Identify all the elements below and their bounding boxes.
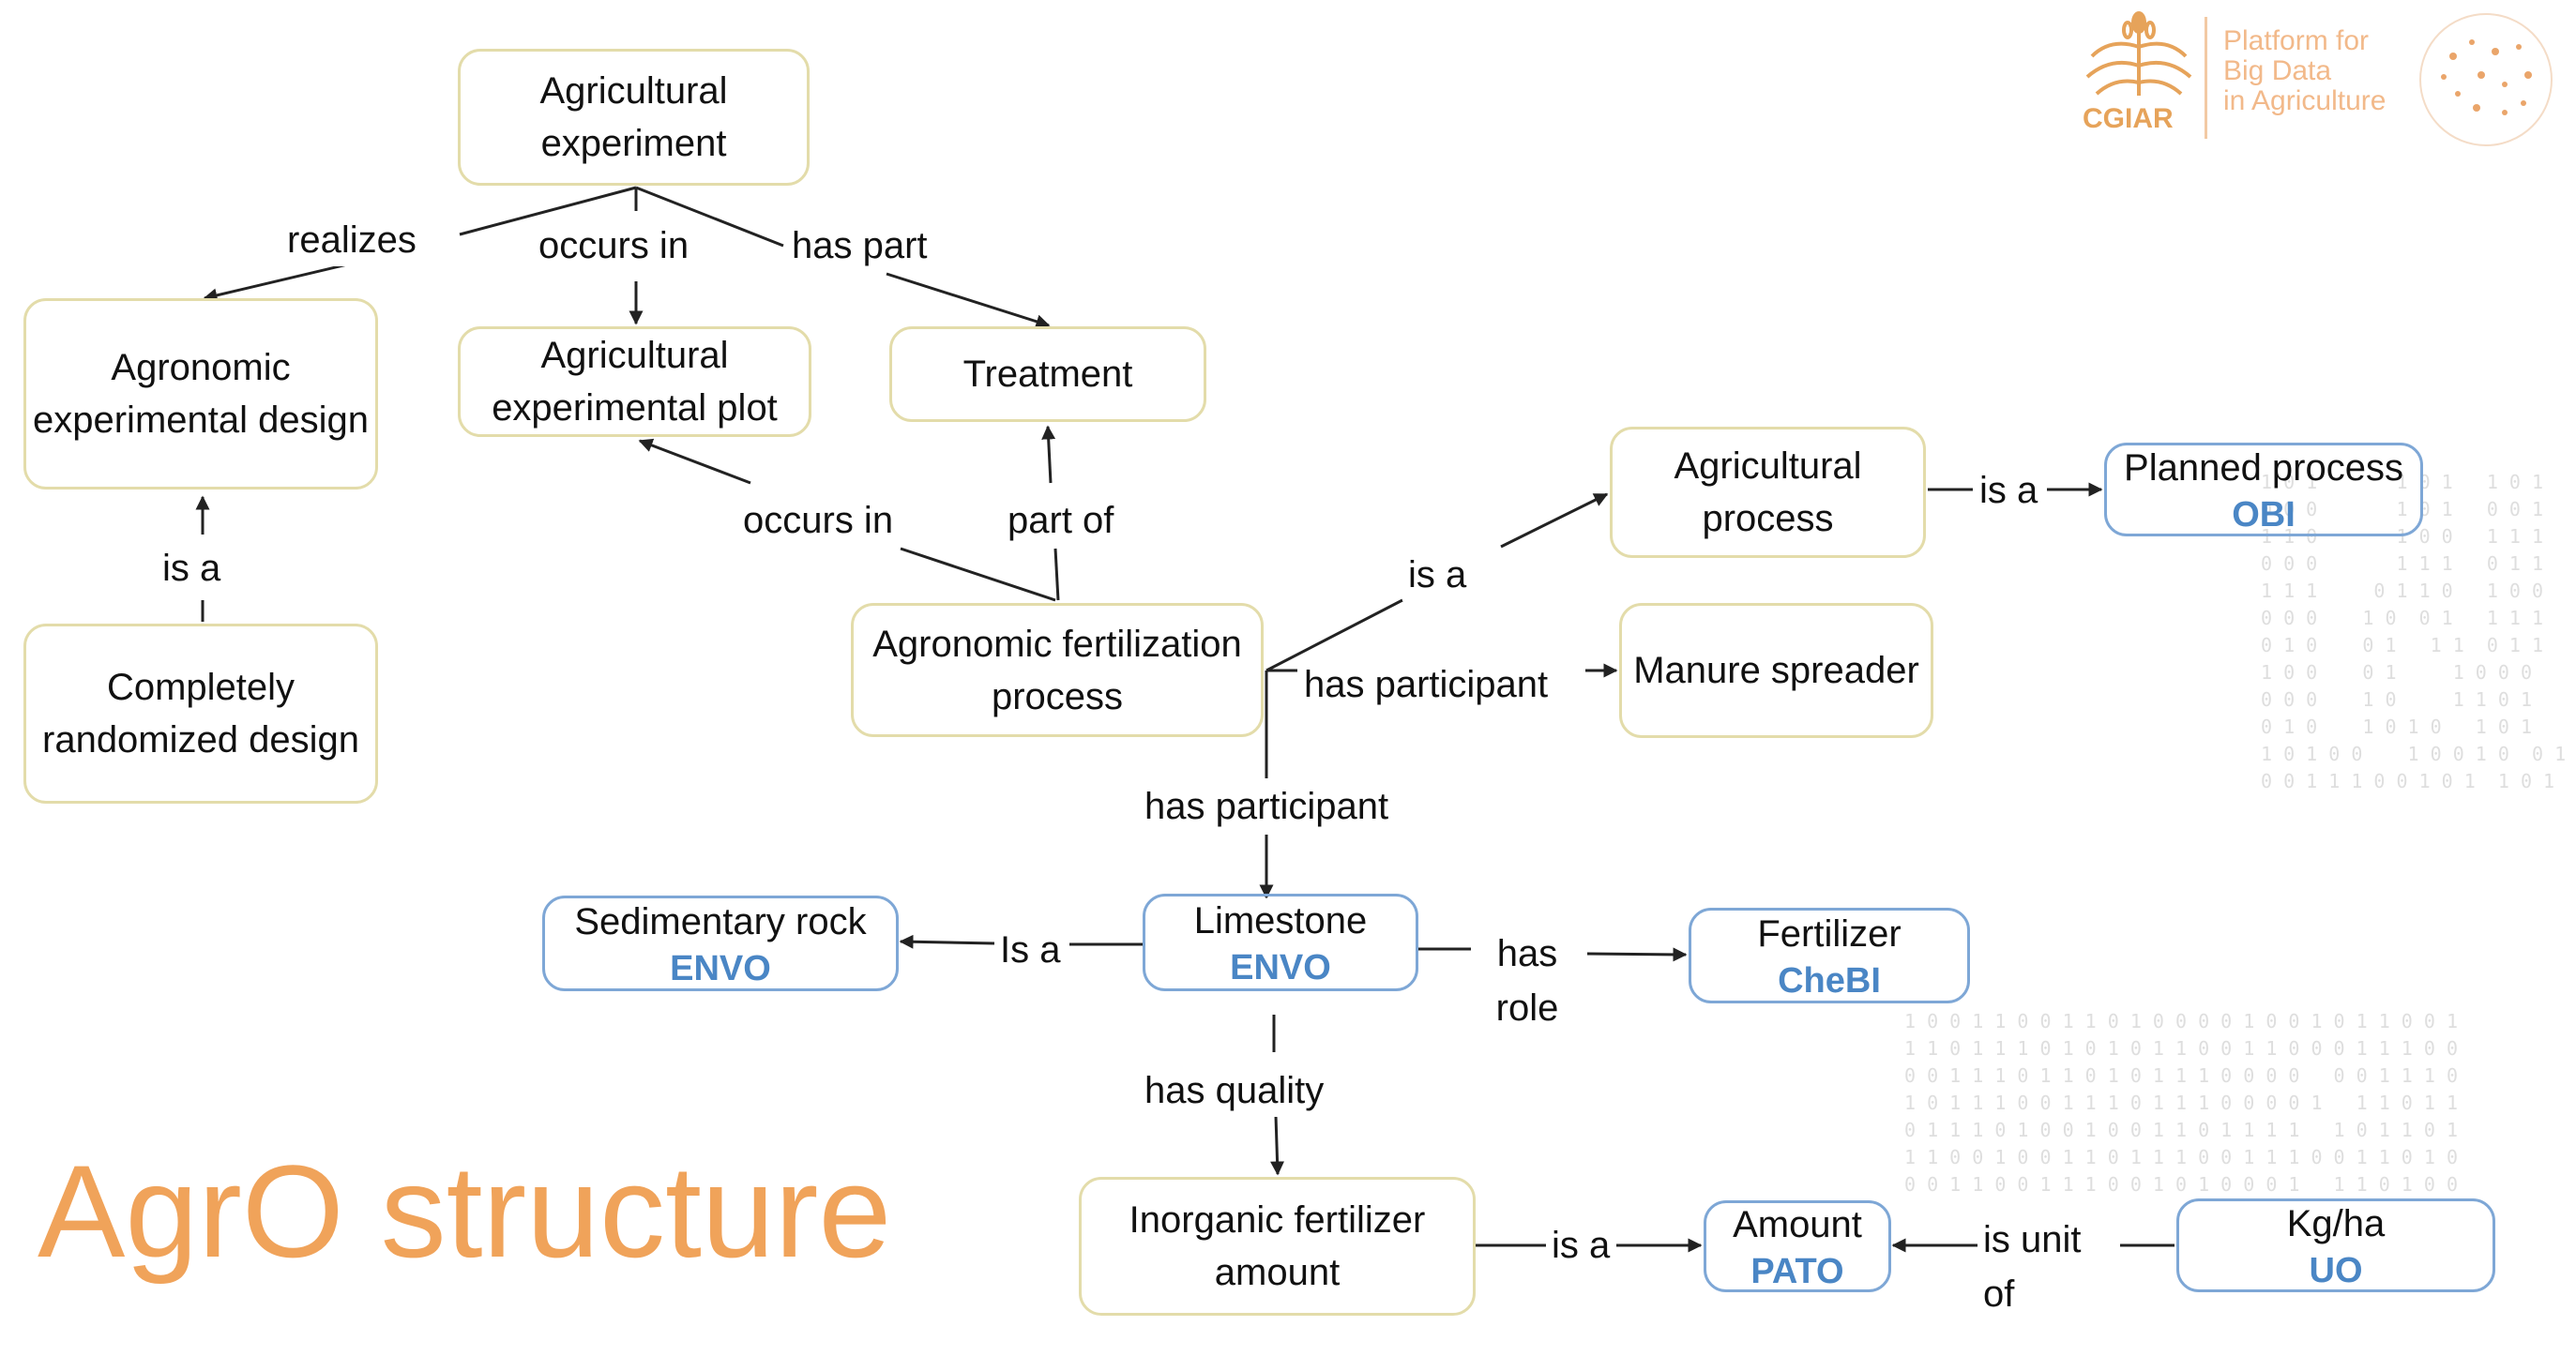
edge-label-occurs-in-2: occurs in [737, 494, 900, 547]
edge-is-a-process-arrow [1500, 492, 1609, 549]
edge-label-has-quality: has quality [1139, 1064, 1330, 1117]
node-planned-process: Planned process OBI [2104, 443, 2423, 536]
node-agronomic-experimental-design: Agronomic experimental design [23, 298, 378, 490]
node-kg-ha: Kg/ha UO [2176, 1198, 2495, 1292]
node-sedimentary-rock: Sedimentary rock ENVO [542, 896, 899, 991]
edge-label-is-a-design: is a [157, 542, 227, 595]
node-fertilizer: Fertilizer CheBI [1689, 908, 1970, 1003]
node-label: Planned process [2124, 447, 2403, 490]
edge-has-quality-arrow [1270, 1115, 1285, 1176]
node-label: Sedimentary rock [574, 901, 867, 943]
ontology-source-envo: ENVO [1230, 948, 1331, 988]
node-label: Agricultural experimental plot [492, 335, 778, 429]
node-agricultural-experimental-plot: Agricultural experimental plot [458, 326, 811, 437]
logo-line: Big Data [2223, 55, 2332, 87]
edge-label-is-a-planned: is a [1974, 464, 2044, 517]
edge-is-a-process-lower [1265, 598, 1403, 672]
logo-divider [2205, 17, 2207, 139]
ontology-source-uo: UO [2309, 1251, 2363, 1291]
edge-part-of-arrow [1041, 425, 1056, 484]
edge-has-part-arrow [886, 272, 1051, 329]
network-dots-icon [2419, 13, 2553, 146]
node-agronomic-fertilization-process: Agronomic fertilization process [851, 603, 1264, 737]
node-label: Amount [1733, 1204, 1862, 1246]
edge-label-has-part: has part [786, 219, 933, 272]
node-label: Fertilizer [1757, 913, 1902, 956]
node-label: Manure spreader [1633, 650, 1919, 691]
cgiar-platform-logo: CGIAR Platform for Big Data in Agricultu… [2064, 9, 2570, 150]
edge-label-is-a-process: is a [1402, 549, 1473, 601]
edge-label-is-unit-of: is unit of [1977, 1213, 2120, 1321]
binary-background-lower: 1 0 0 1 1 0 0 1 1 0 1 0 0 0 0 1 0 0 1 0 … [1904, 1010, 2459, 1196]
edge-has-role-arrow [1586, 947, 1688, 962]
edge-label-has-role: has role [1475, 927, 1580, 1035]
node-completely-randomized-design: Completely randomized design [23, 624, 378, 804]
logo-org: CGIAR [2083, 103, 2174, 134]
ontology-source-obi: OBI [2232, 495, 2296, 535]
edge-occurs-in-2-lower [900, 547, 1056, 602]
edge-is-a-rock-arrow [899, 934, 995, 949]
logo-text: Platform for Big Data in Agriculture [2223, 25, 2387, 117]
node-inorganic-fertilizer-amount: Inorganic fertilizer amount [1079, 1177, 1476, 1316]
node-agricultural-experiment: Agricultural experiment [458, 49, 810, 186]
edge-label-is-a-amount: is a [1546, 1219, 1616, 1272]
ontology-source-chebi: CheBI [1778, 961, 1881, 1002]
edge-realizes-upper [459, 186, 637, 236]
edge-occurs-in-2-arrow [638, 438, 751, 485]
edge-part-of-lower [1053, 548, 1060, 601]
node-label: Inorganic fertilizer amount [1129, 1199, 1426, 1293]
edge-has-part-upper [635, 186, 784, 248]
ontology-source-envo: ENVO [670, 949, 771, 989]
node-label: Agricultural experiment [539, 70, 728, 164]
edge-label-part-of: part of [1002, 494, 1120, 547]
node-label: Treatment [962, 354, 1133, 395]
edge-label-is-a-rock: Is a [994, 924, 1067, 976]
wheat-icon [2085, 11, 2192, 96]
node-manure-spreader: Manure spreader [1619, 603, 1933, 738]
node-treatment: Treatment [889, 326, 1206, 422]
logo-line: Platform for [2223, 25, 2370, 56]
node-label: Kg/ha [2286, 1203, 2386, 1245]
node-label: Agricultural process [1674, 445, 1862, 539]
node-agricultural-process: Agricultural process [1610, 427, 1926, 558]
slide-title: AgrO structure [38, 1138, 892, 1285]
node-label: Agronomic experimental design [33, 347, 369, 441]
node-label: Completely randomized design [42, 667, 359, 761]
node-limestone: Limestone ENVO [1143, 894, 1418, 991]
edge-label-realizes: realizes [281, 214, 422, 266]
node-amount: Amount PATO [1704, 1200, 1891, 1292]
edge-label-occurs-in: occurs in [533, 219, 695, 272]
logo-line: in Agriculture [2223, 85, 2387, 117]
edge-label-has-participant-2: has participant [1139, 780, 1395, 833]
ontology-source-pato: PATO [1750, 1252, 1844, 1292]
node-label: Limestone [1193, 900, 1368, 942]
node-label: Agronomic fertilization process [872, 623, 1242, 717]
edge-label-has-participant-1: has participant [1298, 658, 1554, 711]
